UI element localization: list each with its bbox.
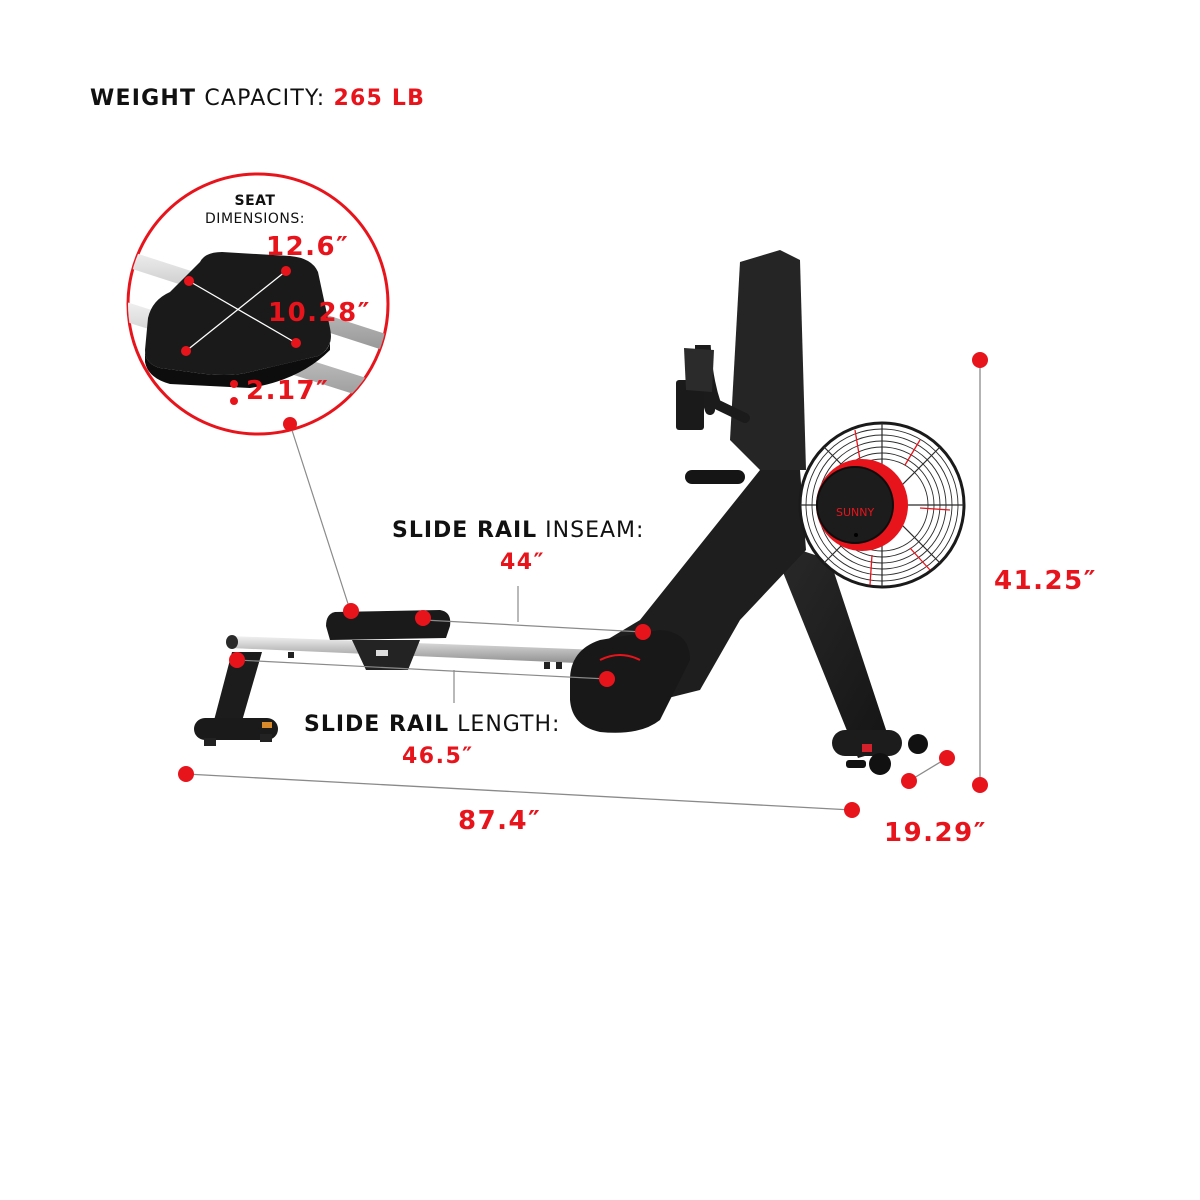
inseam-label-light: INSEAM: <box>545 518 645 543</box>
seat-heading-light: DIMENSIONS: <box>205 211 305 227</box>
seat-height-value: 2.17″ <box>246 376 330 406</box>
rower-frame <box>570 250 928 775</box>
rail-length-label: SLIDE RAIL LENGTH: <box>304 712 560 737</box>
front-stabilizer <box>194 652 278 746</box>
rail-length-label-light: LENGTH: <box>457 712 561 737</box>
seat-callout <box>126 172 390 611</box>
dimension-markers <box>178 352 988 818</box>
seat <box>326 610 451 670</box>
weight-value: 265 LB <box>333 86 426 111</box>
seat-heading-bold: SEAT <box>234 193 276 209</box>
inseam-label-bold: SLIDE RAIL <box>392 518 538 543</box>
weight-label-bold: WEIGHT <box>90 86 197 111</box>
overall-width-value: 19.29″ <box>884 818 987 848</box>
handle-and-monitor <box>676 345 750 484</box>
rail-length-label-bold: SLIDE RAIL <box>304 712 450 737</box>
inseam-value: 44″ <box>500 550 545 575</box>
sunny-logo: SUNNY <box>836 506 874 519</box>
seat-length-value: 12.6″ <box>266 232 350 262</box>
inseam-label: SLIDE RAIL INSEAM: <box>392 518 644 543</box>
weight-capacity-heading: WEIGHT CAPACITY: 265 LB <box>90 86 425 111</box>
air-fan: SUNNY <box>798 421 966 589</box>
weight-label-light: CAPACITY: <box>204 86 326 111</box>
seat-dimensions-heading: SEAT DIMENSIONS: <box>200 192 310 228</box>
overall-height-value: 41.25″ <box>994 566 1097 596</box>
rail-length-value: 46.5″ <box>402 744 474 769</box>
overall-length-value: 87.4″ <box>458 806 542 836</box>
seat-width-value: 10.28″ <box>268 298 371 328</box>
